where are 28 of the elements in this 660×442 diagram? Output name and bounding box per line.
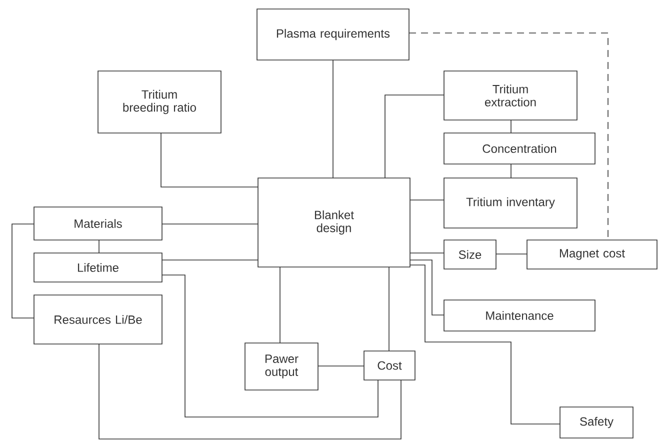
box: Maintenance: [444, 300, 596, 332]
connector-line: [98, 344, 402, 440]
box: Lifetime: [34, 252, 162, 282]
connector-line: [410, 260, 444, 316]
box: Cost: [364, 350, 416, 380]
connector-line: [410, 264, 560, 424]
box: Pawer output: [244, 342, 318, 390]
box: Concentration: [444, 132, 596, 164]
connector-line: [510, 120, 512, 134]
box: Resaurces Li/Be: [34, 294, 162, 344]
box: Plasma requirements: [256, 8, 410, 60]
box: Size: [444, 240, 496, 270]
box: Tritium inventary: [444, 178, 578, 228]
connector-line: [384, 94, 444, 178]
box: Materials: [34, 206, 162, 240]
connector-line: [510, 164, 512, 178]
connector-line: [160, 132, 258, 188]
box: Tritium extraction: [444, 70, 578, 120]
connector-line: [388, 266, 390, 352]
box: Tritium breeding ratio: [98, 70, 222, 134]
connector-line: [410, 252, 444, 254]
box: Safety: [560, 406, 634, 438]
connector-line: [162, 274, 378, 418]
connector-line: [332, 60, 334, 178]
connector-line: [12, 224, 34, 318]
connector-line: [98, 240, 100, 254]
box: Magnet cost: [526, 240, 658, 270]
box: Blanket design: [258, 178, 410, 268]
